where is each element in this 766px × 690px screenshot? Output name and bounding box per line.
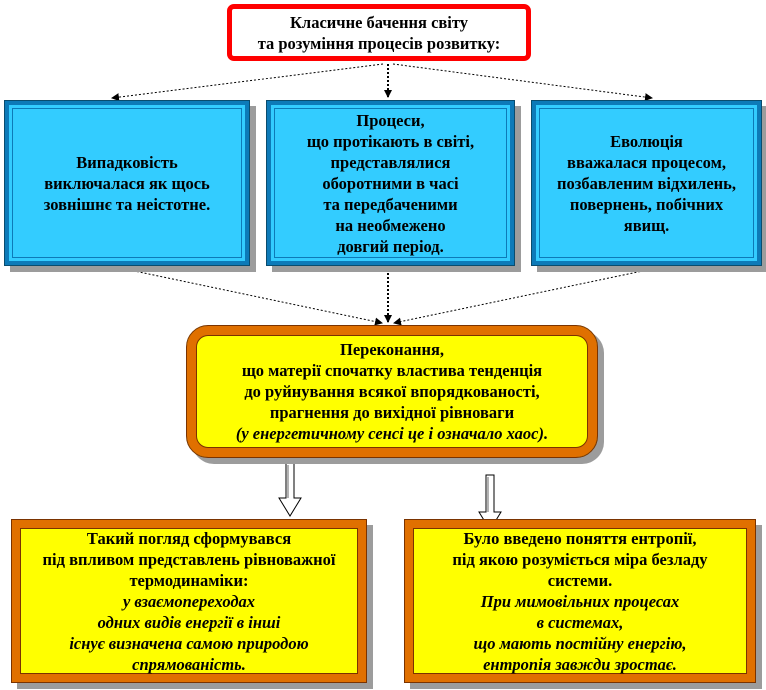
arrow-right-to-middle — [393, 268, 653, 326]
box-right-line: Еволюція — [610, 131, 683, 151]
top-box-line: та розуміння процесів розвитку: — [257, 33, 501, 53]
middle-box-line: Переконання, — [339, 340, 445, 359]
box-center-line: представлялися — [330, 152, 451, 172]
arrow-top-to-left — [111, 63, 384, 102]
box-evolution: Еволюція вважалася процесом, позбавленим… — [531, 100, 762, 266]
bottom-left-italic-line: одних видів енергії в інші — [97, 612, 281, 632]
block-arrow-to-bottom-left — [278, 462, 302, 517]
bottom-right-italic-line: що мають постійну енергію, — [473, 633, 687, 653]
box-center-line: Процеси, — [356, 110, 425, 130]
top-box-line: Класичне бачення світу — [289, 12, 469, 32]
box-center-line: оборотними в часі — [322, 173, 459, 193]
box-right-line: позбавленим відхилень, — [556, 173, 737, 193]
bottom-right-italic-line: в системах, — [536, 612, 624, 632]
bottom-left-italic-line: у взаємопереходах — [122, 591, 256, 611]
bottom-left-line: термодинаміки: — [129, 570, 249, 590]
middle-box-conviction: Переконання, що матерії спочатку властив… — [186, 325, 598, 458]
bottom-right-line: системи. — [547, 570, 613, 590]
box-processes: Процеси, що протікають в світі, представ… — [266, 100, 515, 266]
box-left-line: виключалася як щось — [44, 173, 210, 193]
box-center-line: довгий період. — [337, 236, 444, 256]
bottom-right-line: Було введено поняття ентропії, — [463, 528, 697, 548]
top-box-classical-worldview: Класичне бачення світу та розуміння проц… — [227, 4, 531, 61]
box-center-line: та передбаченими — [323, 194, 458, 214]
box-center-line: на необмежено — [335, 215, 446, 235]
box-right-line: вважалася процесом, — [567, 152, 726, 172]
box-randomness: Випадковість виключалася як щось зовнішн… — [4, 100, 250, 266]
middle-box-line: прагнення до вихідної рівноваги — [269, 403, 515, 422]
bottom-left-line: під впливом представлень рівноважної — [42, 549, 336, 569]
box-left-line: Випадковість — [76, 152, 178, 172]
middle-box-line: до руйнування всякої впорядкованості, — [244, 382, 540, 401]
box-right-line: явищ. — [623, 215, 670, 235]
arrow-left-to-middle — [124, 268, 383, 326]
box-left-line: зовнішнє та неістотне. — [43, 194, 211, 214]
bottom-left-italic-line: існує визначена самою природою — [69, 633, 309, 653]
bottom-right-entropy: Було введено поняття ентропії, під якою … — [404, 519, 756, 683]
bottom-left-thermodynamics: Такий погляд сформувався під впливом пре… — [11, 519, 367, 683]
bottom-right-italic-line: ентропія завжди зростає. — [483, 654, 677, 674]
bottom-right-line: під якою розуміється міра безладу — [452, 549, 708, 569]
box-right-line: повернень, побічних — [569, 194, 724, 214]
middle-box-italic-line: (у енергетичному сенсі це і означало хао… — [235, 424, 549, 443]
middle-box-line: що матерії спочатку властива тенденція — [241, 361, 543, 380]
arrow-top-to-right — [392, 63, 653, 102]
box-center-line: що протікають в світі, — [306, 131, 475, 151]
bottom-right-italic-line: При мимовільних процесах — [480, 591, 680, 611]
bottom-left-line: Такий погляд сформувався — [86, 528, 292, 548]
bottom-left-italic-line: спрямованість. — [132, 654, 246, 674]
